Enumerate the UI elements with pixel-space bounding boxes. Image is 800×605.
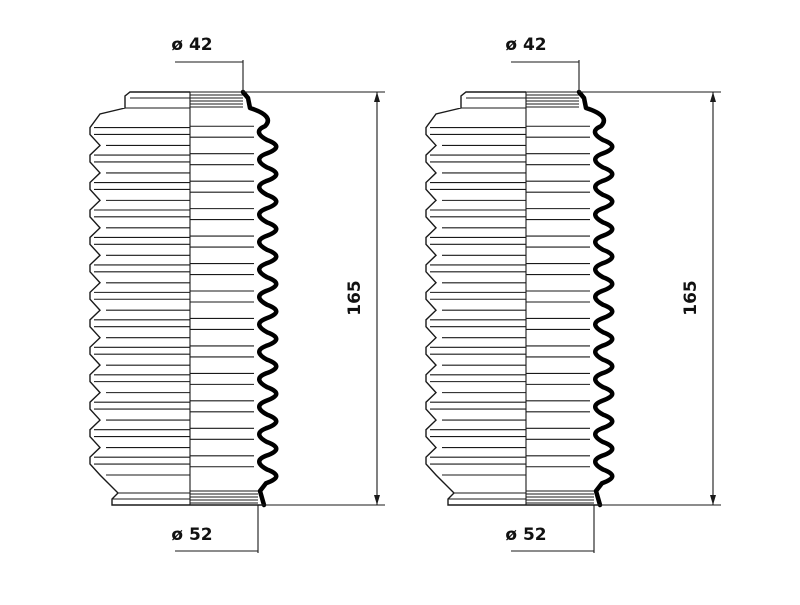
length-label-right: 165 (681, 280, 701, 316)
bottom-diameter-label-left: ø 52 (171, 525, 212, 545)
boot-outline (89, 91, 190, 506)
boot-outline (425, 91, 526, 506)
bellows-boot-left (89, 60, 385, 553)
length-arrow-top (710, 92, 716, 102)
length-arrow-bottom (710, 495, 716, 505)
length-arrow-bottom (374, 495, 380, 505)
bottom-diameter-label-right: ø 52 (505, 525, 546, 545)
length-label-left: 165 (345, 280, 365, 316)
top-diameter-label-right: ø 42 (505, 35, 546, 55)
bellows-boot-right (425, 60, 721, 553)
top-diameter-label-left: ø 42 (171, 35, 212, 55)
wall-profile (240, 89, 279, 508)
length-arrow-top (374, 92, 380, 102)
wall-profile (576, 89, 615, 508)
